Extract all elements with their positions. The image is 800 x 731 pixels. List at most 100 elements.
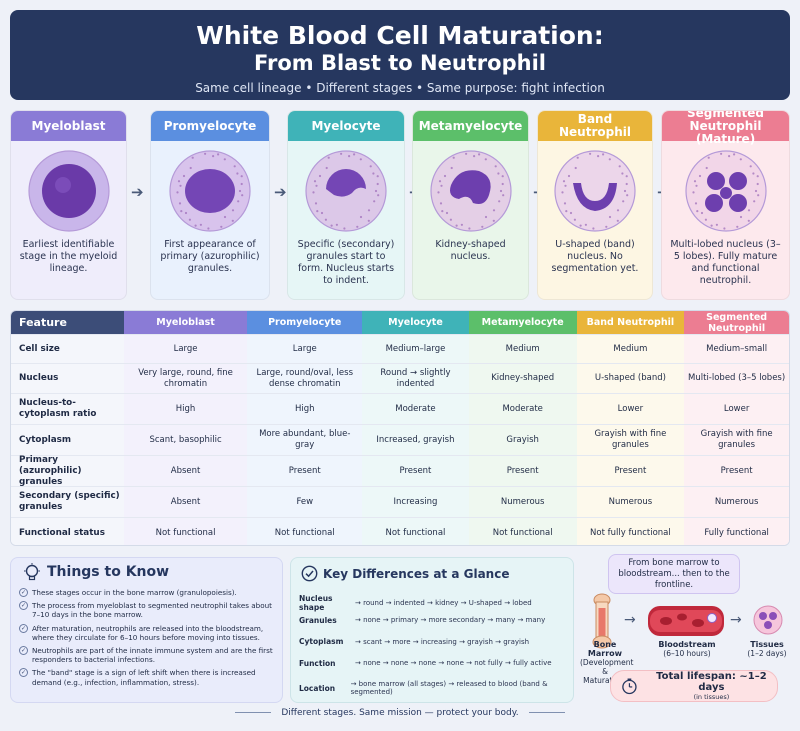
table-cell: Large, round/oval, less dense chromatin [247,364,363,393]
stage-title: Segmented Neutrophil (Mature) [662,111,789,145]
footer-divider-left [235,712,272,713]
page-title: White Blood Cell Maturation: [196,21,604,50]
table-cell: High [247,394,363,424]
list-item-text: These stages occur in the bone marrow (g… [32,588,237,597]
list-item-text: The process from myeloblast to segmented… [32,601,273,620]
list-item: ✓ Neutrophils are part of the innate immu… [19,646,277,664]
things-to-know-panel: Things to Know ✓ These stages occur in th… [10,557,283,703]
table-cell: Moderate [468,394,577,424]
list-item-text: The "band" stage is a sign of left shift… [32,668,256,687]
things-to-know-title: Things to Know [47,564,170,580]
bone-icon [592,593,612,649]
key-difference-label: Location [299,683,336,693]
table-cell: More abundant, blue-gray [247,425,363,455]
stage-description: Kidney-shaped nucleus. [435,239,506,262]
stage-title: Band Neutrophil [538,111,652,141]
bloodstream-label: Bloodstream(6–10 hours) [658,640,716,658]
table-header-cell: Feature [11,311,124,334]
journey-arrow-2: → [730,612,742,628]
stage-description: First appearance of primary (azurophilic… [160,239,260,274]
list-item: ✓After maturation, neutrophils are relea… [19,623,277,642]
table-cell: Increased, grayish [362,425,469,455]
check-icon: ✓ [19,668,28,678]
table-cell: Not functional [123,518,248,545]
check-icon: ✓ [19,588,28,597]
table-cell: Lower [684,394,789,424]
list-item: ✓The process from myeloblast to segmente… [19,601,277,619]
table-cell: Large [123,335,248,363]
table-cell: Scant, basophilic [123,425,248,455]
stage-title: Myelocyte [288,111,404,141]
table-cell: Grayish with fine granules [684,425,789,455]
table-cell: Large [247,335,363,363]
stage-card-metamyelocyte: Metamyelocyte Kidney-shaped nucleus. [412,110,529,300]
blood-vessel-icon [648,606,724,636]
check-icon: ✓ [19,623,28,633]
table-cell: High [123,394,248,424]
key-difference-label: Granules [299,615,337,625]
table-cell: Round → slightly indented [362,364,469,393]
key-difference-row: Location → bone marrow (all stages) → rel… [299,680,573,696]
bone-marrow-label: Bone Marrow(Development & Maturation) [580,640,634,685]
promyelocyte-cell-image [169,150,251,232]
table-cell: Numerous [576,487,685,517]
journey-arrow-1: → [624,612,636,628]
clock-icon [622,678,637,695]
table-cell: Not functional [468,518,577,545]
table-cell: Present [576,456,685,486]
journey-bubble: From bone marrow to bloodstream... then … [608,554,740,594]
myeloblast-cell-image [27,150,110,232]
key-difference-label: Cytoplasm [299,637,344,646]
things-list: ✓ These stages occur in the bone marrow (… [19,588,277,691]
table-cell: Fully functional [684,518,789,545]
table-feature-label: Secondary (specific) granules [11,487,124,517]
table-cell: Medium [468,335,577,363]
segmented-cell-image [684,150,767,232]
table-cell: Present [362,456,469,486]
key-difference-row: Function→ none → none → none → none → no… [299,659,552,668]
table-cell: Very large, round, fine chromatin [123,364,248,393]
table-cell: Few [247,487,363,517]
stage-title: Myeloblast [11,111,126,141]
table-cell: Kidney-shaped [468,364,577,393]
table-cell: Grayish [468,425,577,455]
stage-card-promyelocyte: Promyelocyte First appearance of primary… [150,110,270,300]
table-cell: U-shaped (band) [576,364,685,393]
page-title-line2: From Blast to Neutrophil [254,51,546,75]
list-item: ✓ The "band" stage is a sign of left shif… [19,668,277,687]
page-subtitle: Same cell lineage • Different stages • S… [195,81,605,95]
check-icon: ✓ [19,646,28,656]
key-difference-steps: → bone marrow (all stages) → released to… [350,680,548,696]
table-cell: Moderate [362,394,469,424]
stage-description: U-shaped (band) nucleus. No segmentation… [551,239,639,274]
table-cell: Grayish with fine granules [576,425,685,455]
stage-card-segmented: Segmented Neutrophil (Mature) Multi-lobe… [661,110,790,300]
table-header-cell: Promyelocyte [247,311,363,334]
table-header-cell: Segmented Neutrophil [684,311,789,334]
list-item-text: Neutrophils are part of the innate immun… [32,646,273,665]
table-header-cell: Metamyelocyte [468,311,577,334]
table-feature-label: Nucleus-to-cytoplasm ratio [11,394,124,424]
footer-text: Different stages. Same mission — protect… [281,708,519,718]
key-difference-steps: → scant → more → increasing → grayish → … [355,637,530,646]
key-difference-row: Nucleus shape→ round → indented → kidney… [299,594,532,612]
table-feature-label: Cytoplasm [11,425,124,455]
stage-description: Multi-lobed nucleus (3–5 lobes). Fully m… [670,239,781,286]
table-feature-label: Primary (azurophilic) granules [11,455,124,487]
key-differences-title: Key Differences at a Glance [323,567,510,581]
table-cell: Present [247,456,363,486]
stage-description: Earliest identifiable stage in the myelo… [19,239,118,274]
stage-card-myelocyte: Myelocyte Specific (secondary) granules … [287,110,405,300]
table-cell: Absent [123,456,248,486]
key-difference-label: Nucleus shape [299,594,333,612]
table-cell: Absent [123,487,248,517]
tissues-label: Tissues(1–2 days) [747,640,787,658]
table-feature-label: Nucleus [11,364,124,393]
